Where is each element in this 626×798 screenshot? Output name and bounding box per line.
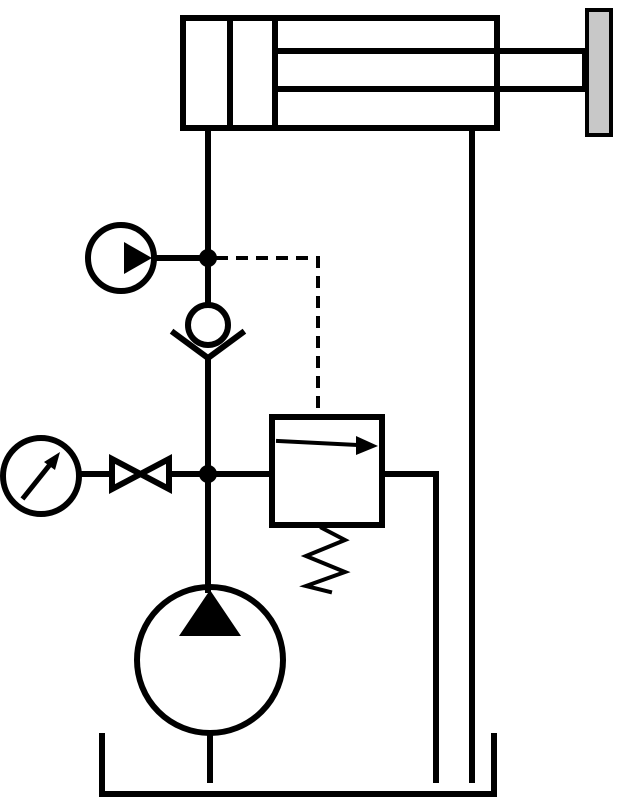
hydraulic-pump [134, 584, 286, 783]
accumulator-triangle [124, 242, 152, 274]
shutoff-valve [109, 454, 172, 494]
check-valve-ball [185, 302, 231, 348]
reservoir-tank [99, 733, 497, 797]
piston-rod [272, 48, 588, 92]
relief-valve-arrow [275, 438, 361, 448]
pump-direction-triangle [179, 590, 241, 636]
cylinder-barrel [180, 15, 500, 131]
accumulator-icon [85, 222, 157, 294]
relief-return-line [379, 471, 439, 783]
check-valve-seat [169, 328, 247, 362]
gauge-branch [0, 435, 211, 517]
pressure-relief-valve [205, 414, 439, 783]
relief-valve-spring [299, 525, 351, 595]
gauge-icon [0, 435, 82, 517]
relief-valve-arrowhead [356, 436, 378, 455]
rod-mount-plate [585, 8, 613, 137]
accumulator [85, 222, 211, 294]
check-valve [169, 302, 247, 362]
gauge-needle-tip [44, 452, 60, 470]
pilot-line [216, 256, 320, 412]
hydraulic-cylinder [180, 8, 613, 137]
gauge-needle [20, 458, 56, 501]
relief-valve-body [269, 414, 385, 528]
